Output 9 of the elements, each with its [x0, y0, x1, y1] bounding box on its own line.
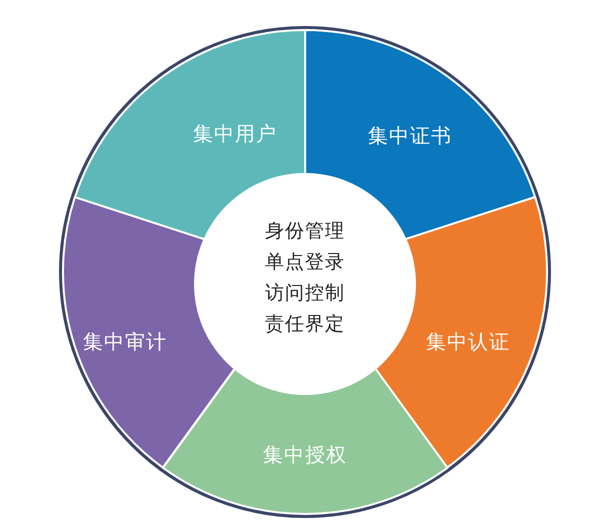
segment-label: 集中审计 [83, 328, 167, 356]
segment-label: 集中认证 [426, 328, 510, 356]
segment-label: 集中证书 [368, 122, 452, 150]
center-text-line: 身份管理 [265, 219, 345, 244]
center-text-line: 单点登录 [265, 250, 345, 275]
center-text-line: 访问控制 [265, 281, 345, 306]
segment-label: 集中用户 [192, 120, 277, 148]
center-text-line: 责任界定 [265, 312, 345, 337]
segment-label: 集中授权 [262, 442, 347, 468]
